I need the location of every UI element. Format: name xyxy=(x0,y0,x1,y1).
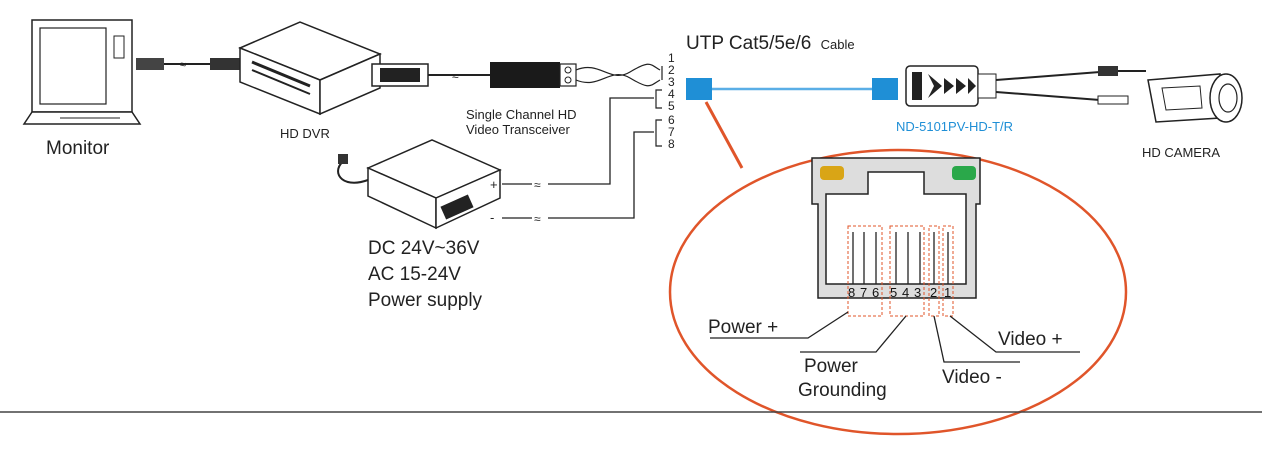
svg-text:≈: ≈ xyxy=(534,178,541,192)
callout-pointer xyxy=(704,101,744,169)
rj45-pin-label: 4 xyxy=(902,285,909,300)
transceiver-label-2: Video Transceiver xyxy=(466,122,570,137)
pin-label: 2 xyxy=(668,63,675,77)
callout-power-grounding-1: Power xyxy=(804,356,859,377)
model-label: ND-5101PV-HD-T/R xyxy=(896,119,1013,134)
monitor-label: Monitor xyxy=(46,138,110,159)
callout-video-plus: Video + xyxy=(998,329,1063,350)
power-supply-device xyxy=(337,139,502,230)
rj45-pin-label: 6 xyxy=(872,285,879,300)
rj45-pin-label: 5 xyxy=(890,285,897,300)
rj45-pin-label: 3 xyxy=(914,285,921,300)
power-supply-line-3: Power supply xyxy=(368,290,483,311)
rj45-pin-numbers: 8 7 6 5 4 3 2 1 xyxy=(848,285,951,300)
monitor-device xyxy=(22,19,142,125)
bnc-cable-monitor-dvr: ≈ xyxy=(136,58,240,71)
plus-label: + xyxy=(490,177,498,192)
transceiver-label-1: Single Channel HD xyxy=(466,107,577,122)
rj45-pin-label: 8 xyxy=(848,285,855,300)
rj45-pin-label: 1 xyxy=(944,285,951,300)
rj45-pin-groups xyxy=(847,225,954,317)
led-green-icon xyxy=(952,166,976,180)
power-wires xyxy=(502,97,654,219)
cable-label-main: UTP Cat5/5e/6 xyxy=(686,33,811,54)
callout-power-grounding-2: Grounding xyxy=(798,380,887,401)
svg-text:≈: ≈ xyxy=(534,212,541,226)
rj45-contacts xyxy=(852,232,949,284)
pin-label: 1 xyxy=(668,51,675,65)
cable-label: UTP Cat5/5e/6 Cable xyxy=(686,33,855,54)
minus-label: - xyxy=(490,210,494,225)
led-yellow-icon xyxy=(820,166,844,180)
pin-label: 4 xyxy=(668,87,675,101)
pin-label: 8 xyxy=(668,137,675,151)
callout-power-plus: Power + xyxy=(708,317,778,338)
dvr-device xyxy=(238,21,382,116)
video-transceiver xyxy=(490,62,661,88)
camera-label: HD CAMERA xyxy=(1142,145,1220,160)
rj45-jack xyxy=(811,157,981,299)
pin-label: 5 xyxy=(668,99,675,113)
camera-device xyxy=(1147,73,1243,123)
power-supply-line-2: AC 15-24V xyxy=(368,264,461,285)
dvr-label: HD DVR xyxy=(280,126,330,141)
pin-bracket xyxy=(655,66,663,147)
svg-text:≈: ≈ xyxy=(180,59,186,71)
rj45-pin-label: 2 xyxy=(930,285,937,300)
receiver-device xyxy=(905,65,1146,107)
rj45-pin-label: 7 xyxy=(860,285,867,300)
utp-cable xyxy=(686,78,898,100)
pin-label: 7 xyxy=(668,125,675,139)
pin-label: 6 xyxy=(668,113,675,127)
bnc-cable-dvr-transceiver: ≈ xyxy=(371,63,490,87)
pin-numbers: 1 2 3 4 5 6 7 8 xyxy=(668,51,675,151)
callout-video-minus: Video - xyxy=(942,367,1002,388)
callout-leaders xyxy=(710,311,1080,363)
svg-text:≈: ≈ xyxy=(452,69,459,83)
cable-label-suffix: Cable xyxy=(821,37,855,52)
power-supply-line-1: DC 24V~36V xyxy=(368,238,480,259)
pin-label: 3 xyxy=(668,75,675,89)
